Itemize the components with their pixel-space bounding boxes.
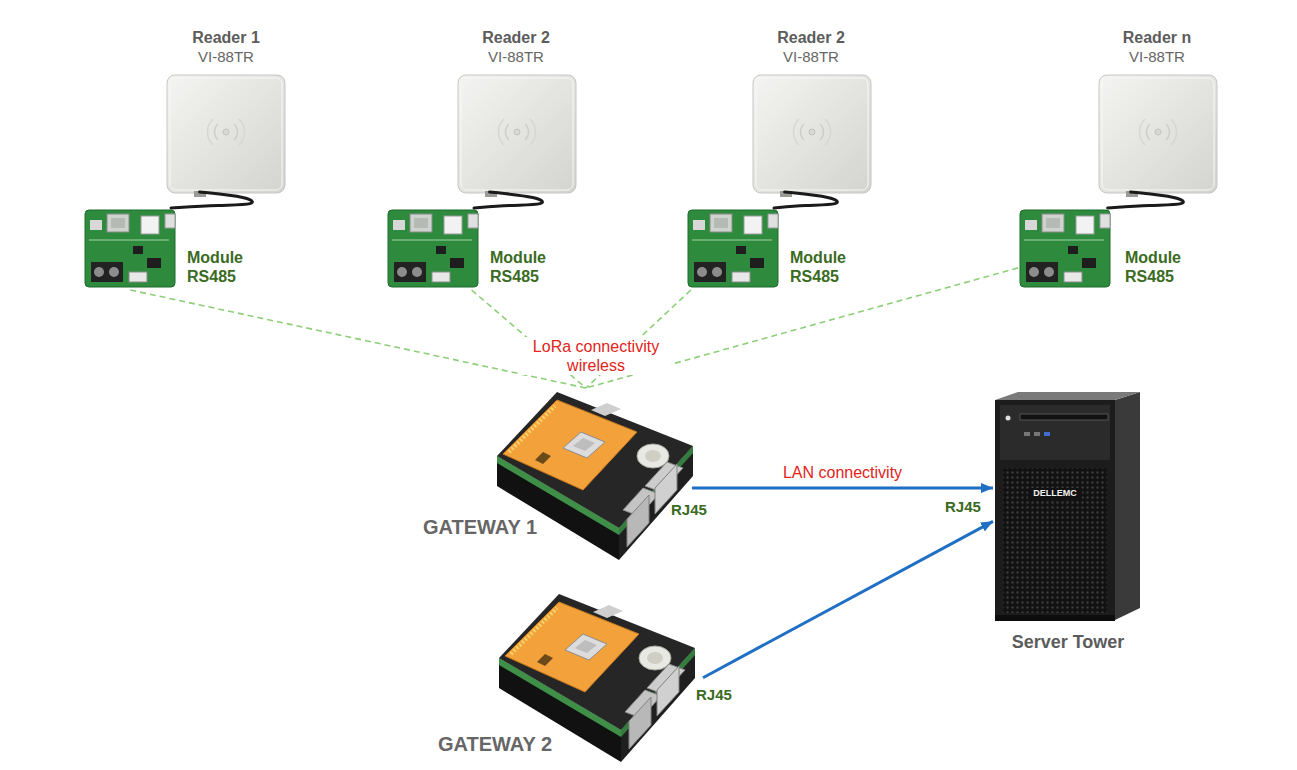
text-group: Module RS485 <box>490 248 546 286</box>
connector-group <box>130 192 1183 678</box>
reader-antenna: Reader 2VI-88TR <box>450 28 582 192</box>
reader-cable <box>474 192 542 208</box>
text-group: Module RS485 <box>1125 248 1181 286</box>
text-group: Reader 2VI-88TR <box>450 28 582 66</box>
reader-panel <box>753 75 871 197</box>
reader-cable <box>774 192 837 208</box>
gateway: GATEWAY 2 <box>435 590 703 762</box>
node-title: GATEWAY 1 <box>423 515 537 539</box>
usb-port <box>1044 432 1050 436</box>
reader-panel <box>458 75 576 197</box>
node-title: GATEWAY 2 <box>438 732 552 756</box>
reader-antenna: Reader 1VI-88TR <box>160 28 292 192</box>
text-group: GATEWAY 2 <box>438 732 552 756</box>
text-group: Server Tower <box>993 631 1143 653</box>
server-top <box>995 392 1140 400</box>
server-foot <box>995 615 1115 621</box>
port-label: RJ45 <box>696 686 732 704</box>
node-title: Module RS485 <box>490 248 546 286</box>
port-label: RJ45 <box>945 498 981 516</box>
brand-logo: DELLEMC <box>1028 488 1082 499</box>
lan-link <box>703 521 993 677</box>
server-tower: Server Tower <box>993 390 1143 658</box>
module-board <box>1020 210 1110 287</box>
reader-panel <box>167 75 285 197</box>
text-group: Reader 1VI-88TR <box>160 28 292 66</box>
node-subtitle: VI-88TR <box>450 47 582 66</box>
server-tower <box>995 392 1140 621</box>
link-label: LAN connectivity <box>780 463 905 482</box>
reader-antenna: Reader nVI-88TR <box>1091 28 1223 192</box>
lora-link <box>130 290 586 388</box>
node-title: Module RS485 <box>1125 248 1181 286</box>
text-group: Module RS485 <box>187 248 243 286</box>
node-title: Server Tower <box>993 631 1143 653</box>
text-group: Reader nVI-88TR <box>1091 28 1223 66</box>
server-bay <box>1000 405 1110 460</box>
reader-antenna: Reader 2VI-88TR <box>745 28 877 192</box>
text-group: Module RS485 <box>790 248 846 286</box>
rs485-module: Module RS485 <box>83 208 246 290</box>
power-button <box>1006 416 1011 421</box>
node-title: Module RS485 <box>790 248 846 286</box>
node-title: Reader 2 <box>745 28 877 47</box>
module-board <box>688 210 778 287</box>
text-group: GATEWAY 1 <box>423 515 537 539</box>
node-title: Reader 2 <box>450 28 582 47</box>
text-group: Reader 2VI-88TR <box>745 28 877 66</box>
node-subtitle: VI-88TR <box>745 47 877 66</box>
gateway: GATEWAY 1 <box>420 388 692 572</box>
rs485-module: Module RS485 <box>386 208 549 290</box>
module-board <box>85 210 175 287</box>
node-title: Module RS485 <box>187 248 243 286</box>
usb-port <box>1024 432 1030 436</box>
port-label: RJ45 <box>671 501 707 519</box>
drive-slot <box>1020 414 1108 420</box>
module-board <box>388 210 478 287</box>
node-title: Reader n <box>1091 28 1223 47</box>
wireless-link-label: LoRa connectivity wireless <box>521 337 671 375</box>
reader-cable <box>171 192 252 208</box>
rs485-module: Module RS485 <box>686 208 849 290</box>
server-mesh <box>1003 468 1107 613</box>
reader-panel <box>1099 75 1217 197</box>
reader-cable <box>1108 192 1184 208</box>
usb-port <box>1034 432 1040 436</box>
server-side <box>1115 392 1140 620</box>
lan-link <box>692 486 993 489</box>
server-front <box>995 400 1115 620</box>
node-title: Reader 1 <box>160 28 292 47</box>
node-subtitle: VI-88TR <box>160 47 292 66</box>
node-subtitle: VI-88TR <box>1091 47 1223 66</box>
rs485-module: Module RS485 <box>1018 208 1184 290</box>
